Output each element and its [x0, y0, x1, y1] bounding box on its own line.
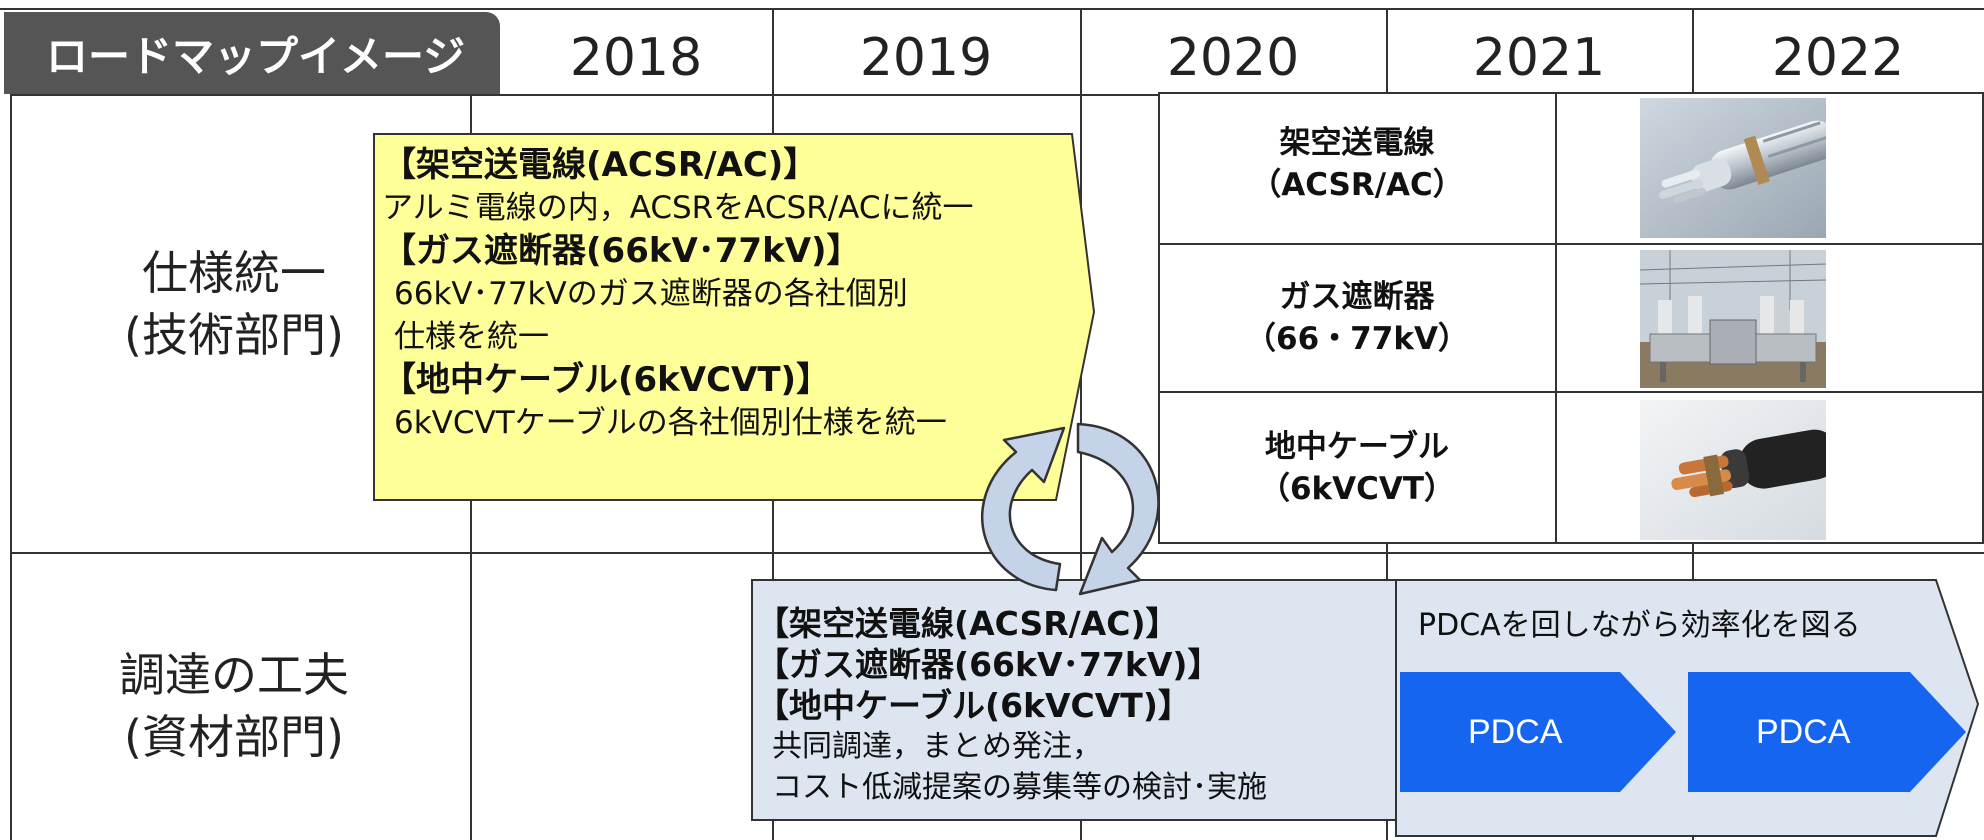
row-label-spec-line1: 仕様統一 [142, 246, 326, 300]
spec-heading-cvt: 【地中ケーブル(6kVCVT)】 [382, 360, 831, 400]
spec-text-gcb-1: 66kV･77kVのガス遮断器の各社個別 [394, 276, 908, 312]
year-2022: 2022 [1771, 28, 1905, 88]
procurement-text-2: コスト低減提案の募集等の検討･実施 [772, 770, 1267, 805]
row-label-procurement: 調達の工夫 (資材部門) [104, 644, 364, 768]
equipment-name-cvt: 地中ケーブル （6kVCVT） [1158, 426, 1556, 510]
pdca-arrow-1 [1400, 672, 1676, 792]
equipment-name-gcb-line2: （66・77kV） [1245, 321, 1469, 357]
grid-left-line [10, 94, 12, 840]
spec-text-gcb-2: 仕様を統一 [394, 319, 549, 355]
procurement-text: 【架空送電線(ACSR/AC)】 【ガス遮断器(66kV･77kV)】 【地中ケ… [756, 603, 1376, 808]
equipment-table: 架空送電線 （ACSR/AC） ガス遮断器 （66・77kV） 地中ケーブル （… [1158, 92, 1984, 544]
gas-circuit-breaker-photo [1640, 250, 1826, 388]
spec-text-cvt: 6kVCVTケーブルの各社個別仕様を統一 [394, 405, 947, 441]
spec-text-acsr: アルミ電線の内，ACSRをACSR/ACに統一 [382, 190, 974, 226]
roadmap-title: ロードマップイメージ [46, 31, 466, 81]
spec-heading-gcb: 【ガス遮断器(66kV･77kV)】 [382, 231, 861, 271]
pdca-label-2: PDCA [1756, 713, 1851, 751]
procurement-heading-gcb: 【ガス遮断器(66kV･77kV)】 [756, 645, 1221, 684]
equipment-name-acsr-line1: 架空送電線 [1279, 125, 1435, 161]
row-label-spec-line2: (技術部門) [124, 308, 344, 362]
equipment-name-acsr-line2: （ACSR/AC） [1250, 167, 1464, 203]
grid-top-line [0, 8, 1984, 10]
spec-unification-box [373, 133, 1096, 501]
procurement-heading-acsr: 【架空送電線(ACSR/AC)】 [756, 604, 1179, 643]
conductor-cable-photo [1640, 98, 1826, 238]
equipment-name-cvt-line2: （6kVCVT） [1258, 471, 1456, 507]
spec-unification-text: 【架空送電線(ACSR/AC)】 アルミ電線の内，ACSRをACSR/ACに統一… [382, 144, 1102, 445]
procurement-text-1: 共同調達，まとめ発注， [772, 729, 1102, 764]
year-2018: 2018 [569, 28, 703, 88]
cycle-arrows-icon [981, 422, 1160, 596]
equipment-name-cvt-line1: 地中ケーブル [1264, 429, 1450, 465]
roadmap-title-tab: ロードマップイメージ [4, 12, 500, 94]
year-2019: 2019 [859, 28, 993, 88]
spec-heading-acsr: 【架空送電線(ACSR/AC)】 [382, 145, 818, 185]
row-label-procurement-line2: (資材部門) [124, 710, 344, 764]
pdca-caption: PDCAを回しながら効率化を図る [1418, 608, 1861, 643]
grid-header-line [10, 94, 1984, 96]
pdca-arrow-2 [1688, 672, 1966, 792]
year-2021: 2021 [1472, 28, 1606, 88]
procurement-heading-cvt: 【地中ケーブル(6kVCVT)】 [756, 686, 1191, 725]
equipment-name-gcb: ガス遮断器 （66・77kV） [1158, 276, 1556, 360]
year-2020: 2020 [1166, 28, 1300, 88]
row-label-spec: 仕様統一 (技術部門) [104, 242, 364, 366]
equipment-table-grid [1158, 92, 1984, 544]
equipment-name-acsr: 架空送電線 （ACSR/AC） [1158, 122, 1556, 206]
equipment-name-gcb-line1: ガス遮断器 [1279, 279, 1435, 315]
pdca-label-1: PDCA [1468, 713, 1563, 751]
underground-cable-photo [1640, 400, 1826, 540]
row-label-procurement-line1: 調達の工夫 [119, 648, 349, 702]
